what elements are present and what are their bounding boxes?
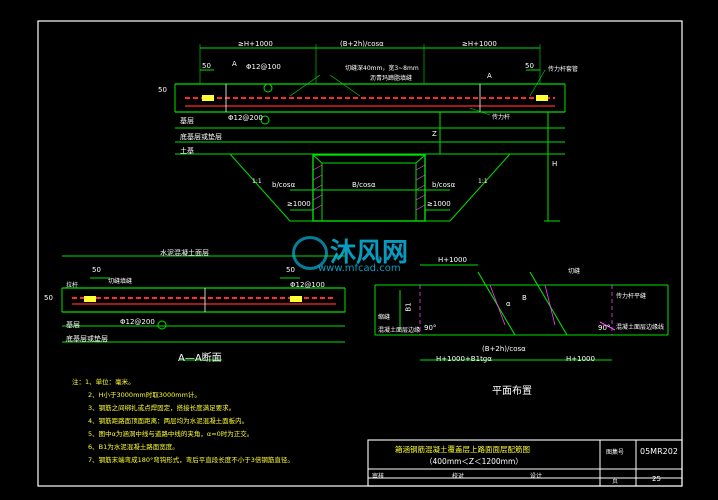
aa-title: A—A断面 bbox=[178, 353, 222, 364]
plan-angle-left: 90° bbox=[424, 324, 437, 332]
plan-mark-a: α bbox=[506, 300, 511, 308]
title-block-frame bbox=[367, 439, 683, 487]
callout-fill: 沥青玛蹄脂填缝 bbox=[370, 75, 413, 82]
dim-50-left: 50 bbox=[202, 62, 211, 70]
aa-label-base: 基层 bbox=[66, 321, 80, 329]
aa-label-bar: 拉杆 bbox=[66, 282, 79, 289]
dim-B-cos: B/cosα bbox=[352, 181, 376, 189]
plan-dim-h: H+1000 bbox=[438, 256, 467, 264]
plan-mark-b: B bbox=[522, 294, 527, 302]
top-section bbox=[174, 44, 566, 222]
dim-1000-right: ≥1000 bbox=[427, 200, 451, 208]
callout-sleeve: 传力杆套管 bbox=[548, 66, 579, 73]
note-line: 2、H小于3000mm时取3000mm计。 bbox=[88, 391, 201, 399]
note-line: 5、图中α为涵洞中线与道路中线的夹角，α=0时为正交。 bbox=[88, 430, 254, 438]
title-line1: 箱涵钢筋混凝土覆盖层上路面面层配筋图 bbox=[395, 445, 530, 454]
aa-dim-50-right: 50 bbox=[286, 266, 295, 274]
aa-callout-rebar: Φ12@200 bbox=[120, 318, 155, 326]
plan-mark-b1: B1 bbox=[404, 302, 413, 312]
label-subbase: 底基层或垫层 bbox=[180, 133, 222, 141]
rebar-bottom-label: Φ12@200 bbox=[228, 114, 263, 122]
plan-dim-center: (B+2h)/cosα bbox=[482, 345, 526, 353]
plan-view bbox=[374, 264, 669, 361]
note-line: 3、钢筋之间绑扎或点焊固定，搭接长度满足要求。 bbox=[88, 404, 236, 412]
mark-z: Z bbox=[432, 130, 437, 138]
aa-section bbox=[61, 255, 346, 361]
plan-label-left2: 混凝土面层边缘 bbox=[378, 327, 421, 334]
row-label-check: 校对 bbox=[452, 473, 465, 480]
aa-label-subbase: 底基层或垫层 bbox=[66, 335, 108, 343]
dim-h-right: ≥H+1000 bbox=[462, 40, 497, 48]
plan-callout-edge: 混凝土面层边缘线 bbox=[616, 324, 665, 331]
label-base: 基层 bbox=[180, 117, 194, 125]
plan-callout-cut: 切缝 bbox=[568, 268, 581, 275]
note-line: 6、B1为水泥混凝土路面宽度。 bbox=[88, 443, 179, 451]
dim-center: (B+2h)/cosα bbox=[340, 40, 384, 48]
callout-gap: 切缝深40mm，宽3~8mm bbox=[345, 65, 419, 72]
row-label-design: 设计 bbox=[530, 473, 543, 480]
dim-h-left: ≥H+1000 bbox=[238, 40, 273, 48]
mark-h: H bbox=[552, 160, 558, 168]
title-line2: （400mm＜Z＜1200mm） bbox=[425, 457, 523, 466]
page-number: 25 bbox=[652, 475, 661, 483]
dim-b-cos-left: b/cosα bbox=[272, 181, 296, 189]
slope-right: 1:1 bbox=[478, 178, 488, 185]
watermark-url: www.mfcad.com bbox=[318, 263, 401, 274]
rebar-top-label: Φ12@100 bbox=[246, 63, 281, 71]
watermark-logo-icon bbox=[292, 236, 328, 270]
dim-b-cos-right: b/cosα bbox=[432, 181, 456, 189]
label-page: 页 bbox=[612, 478, 619, 485]
callout-bar: 传力杆 bbox=[492, 114, 511, 121]
note-line: 7、钢筋末端弯成180°弯钩形式，弯后平直段长度不小于3倍钢筋直径。 bbox=[88, 456, 294, 464]
plan-title: 平面布置 bbox=[492, 386, 532, 397]
label-code: 图集号 bbox=[606, 449, 625, 456]
aa-dim-slab: 水泥混凝土面层 bbox=[160, 249, 209, 257]
note-line: 4、钢筋距路面顶面距离：两层均为水泥混凝土面板内。 bbox=[88, 417, 249, 425]
aa-dim-50-left: 50 bbox=[92, 266, 101, 274]
aa-top-bar: Φ12@100 bbox=[290, 281, 325, 289]
notes: 注：1、单位：毫米。 2、H小于3000mm时取3000mm计。 3、钢筋之间绑… bbox=[72, 376, 294, 467]
dim-50-right: 50 bbox=[525, 62, 534, 70]
aa-callout-gap: 切缝填缝 bbox=[108, 278, 133, 285]
watermark-brand: 沐风网 bbox=[330, 238, 409, 268]
aa-dim-50-vert: 50 bbox=[44, 294, 53, 302]
drawing-frame bbox=[37, 20, 683, 487]
dim-1000-left: ≥1000 bbox=[287, 200, 311, 208]
plan-dim-bottom-right: H+1000 bbox=[566, 355, 595, 363]
plan-label-left: 缩缝 bbox=[378, 314, 391, 321]
row-label-review: 审核 bbox=[372, 473, 385, 480]
slope-left: 1:1 bbox=[252, 178, 262, 185]
plan-callout-bar: 传力杆平缝 bbox=[616, 293, 647, 300]
drawing-code: 05MR202 bbox=[640, 447, 678, 456]
plan-angle-right: 90° bbox=[598, 324, 611, 332]
mark-a-right: A bbox=[487, 72, 492, 80]
plan-dim-bottom-left: H+1000+B1tgα bbox=[436, 355, 492, 363]
mark-a-left: A bbox=[232, 60, 237, 68]
dim-50-vert: 50 bbox=[158, 86, 167, 94]
note-line: 注：1、单位：毫米。 bbox=[72, 378, 135, 386]
label-soil: 土基 bbox=[180, 147, 194, 155]
